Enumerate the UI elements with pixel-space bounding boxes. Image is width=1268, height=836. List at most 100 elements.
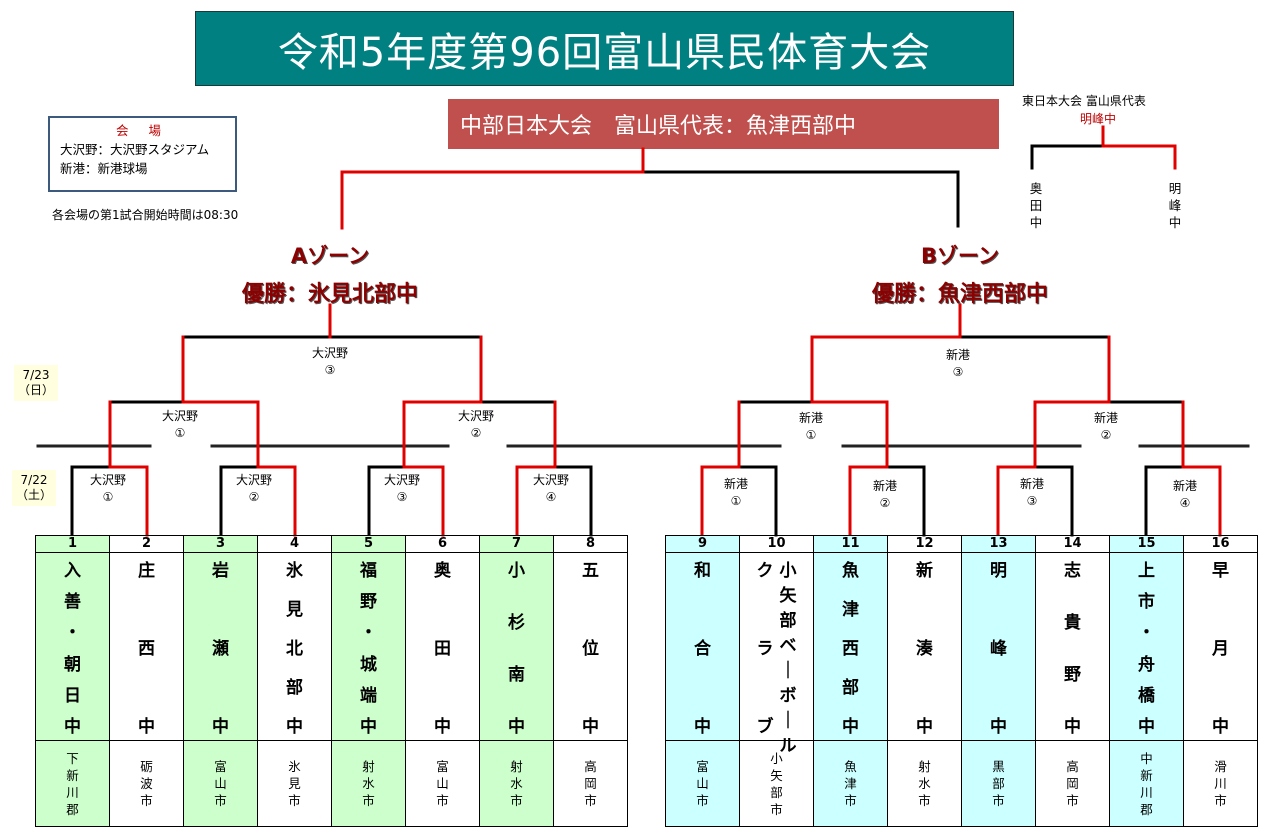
top-bracket-red (340, 147, 645, 230)
match-venue: 新港 (1172, 479, 1197, 493)
team-city: 富山市 (183, 740, 258, 827)
team-name: 奥田中 (405, 552, 480, 741)
team-name: 早月中 (1183, 552, 1258, 741)
b-r1m1-black (737, 465, 778, 537)
match-label-zone-a-round1-0: 大沢野 ① (78, 472, 138, 506)
team-name: 五位中 (553, 552, 628, 741)
a-final-red (181, 303, 483, 404)
representative-banner: 中部日本大会 富山県代表：魚津西部中 (448, 99, 999, 149)
team-name: 岩瀬中 (183, 552, 258, 741)
east-japan-title: 東日本大会 富山県代表 (1022, 94, 1146, 108)
team-number: 16 (1183, 535, 1258, 553)
team-city: 射水市 (887, 740, 962, 827)
b-final-red (810, 303, 1111, 404)
team-city: 富山市 (665, 740, 740, 827)
match-venue: 新港 (945, 348, 970, 362)
match-venue: 新港 (798, 411, 823, 425)
a-r1m2-black (219, 465, 260, 537)
b-semi1-red (737, 400, 889, 469)
venue-line-osawano: 大沢野：大沢野スタジアム (60, 142, 210, 157)
team-city: 下新川郡 (35, 740, 110, 827)
team-name: 新湊中 (887, 552, 962, 741)
match-number: ③ (396, 490, 408, 504)
start-time-note: 各会場の第1試合開始時間は08:30 (52, 208, 239, 222)
match-label-zone-b-round1-3: 新港 ④ (1155, 478, 1215, 512)
team-name: 和合中 (665, 552, 740, 741)
title-banner: 令和5年度第96回富山県民体育大会 (195, 11, 1014, 86)
page-title: 令和5年度第96回富山県民体育大会 (277, 29, 932, 76)
team-name: 小矢部ベ｜ボ｜ルクラブ (739, 552, 814, 756)
match-label-zone-a-round1-3: 大沢野 ④ (521, 472, 581, 506)
team-number: 6 (405, 535, 480, 553)
team-number: 10 (739, 535, 814, 553)
match-number: ③ (952, 365, 964, 379)
team-city: 高岡市 (1035, 740, 1110, 827)
match-number: ② (248, 490, 260, 504)
weekday-day2: （日） (17, 383, 54, 397)
match-venue: 大沢野 (161, 409, 198, 423)
team-city: 射水市 (331, 740, 406, 827)
team-number: 12 (887, 535, 962, 553)
match-venue: 大沢野 (89, 473, 126, 487)
team-number: 9 (665, 535, 740, 553)
a-r1m3-red (402, 465, 445, 537)
match-number: ② (470, 426, 482, 440)
b-r1m3-red (996, 465, 1037, 537)
east-bracket-red (1101, 125, 1177, 170)
team-name: 魚津西部中 (813, 552, 888, 741)
team-number: 1 (35, 535, 110, 553)
team-number: 4 (257, 535, 332, 553)
a-r1m1-black (70, 465, 112, 537)
match-number: ① (102, 490, 114, 504)
match-venue: 新港 (723, 477, 748, 491)
team-name: 氷見北部中 (257, 552, 332, 741)
b-r1m4-red (1181, 465, 1222, 537)
team-city: 射水市 (479, 740, 554, 827)
b-r1m3-black (1033, 465, 1074, 537)
team-number: 3 (183, 535, 258, 553)
team-city: 砺波市 (109, 740, 184, 827)
team-name: 小杉南中 (479, 552, 554, 741)
date-day1: 7/22 (20, 473, 48, 487)
a-r1m1-red (108, 465, 149, 537)
match-number: ① (730, 494, 742, 508)
east-japan-team-okuda: 奥田中 (1029, 181, 1043, 230)
team-city: 高岡市 (553, 740, 628, 827)
venue-heading: 会 場 (116, 123, 169, 138)
a-semi1-red (108, 400, 260, 469)
east-japan-winner: 明峰中 (1080, 112, 1117, 126)
match-number: ④ (1179, 496, 1191, 510)
zone-b-winner: 優勝：魚津西部中 (871, 282, 1048, 307)
team-name: 志貴野中 (1035, 552, 1110, 741)
team-city: 魚津市 (813, 740, 888, 827)
b-r1m4-black (1144, 465, 1185, 537)
match-number: ② (879, 496, 891, 510)
east-japan-team-meiho: 明峰中 (1168, 181, 1182, 230)
match-label-zone-a-round1-2: 大沢野 ③ (372, 472, 432, 506)
match-number: ④ (545, 490, 557, 504)
team-name: 上市・舟橋中 (1109, 552, 1184, 741)
top-bracket-black (641, 170, 960, 228)
match-venue: 大沢野 (311, 346, 348, 360)
match-venue: 大沢野 (383, 473, 420, 487)
zone-b-name: Bゾーン (921, 244, 999, 268)
venue-line-shinko: 新港：新港球場 (60, 161, 148, 176)
a-r1m4-black (553, 465, 593, 537)
match-label-zone-a-final: 大沢野 ③ (300, 345, 360, 379)
match-venue: 大沢野 (532, 473, 569, 487)
venue-legend: 会 場 大沢野：大沢野スタジアム 新港：新港球場 (48, 116, 237, 192)
team-name: 明峰中 (961, 552, 1036, 741)
team-number: 14 (1035, 535, 1110, 553)
match-number: ③ (324, 363, 336, 377)
date-label-day2: 7/23 （日） (14, 365, 58, 401)
b-r1m1-red (700, 465, 741, 537)
match-number: ① (174, 426, 186, 440)
team-name: 庄西中 (109, 552, 184, 741)
team-number: 15 (1109, 535, 1184, 553)
b-r1m2-red (848, 465, 889, 537)
weekday-day1: （土） (15, 488, 52, 502)
match-label-zone-a-semis-0: 大沢野 ① (150, 408, 210, 442)
